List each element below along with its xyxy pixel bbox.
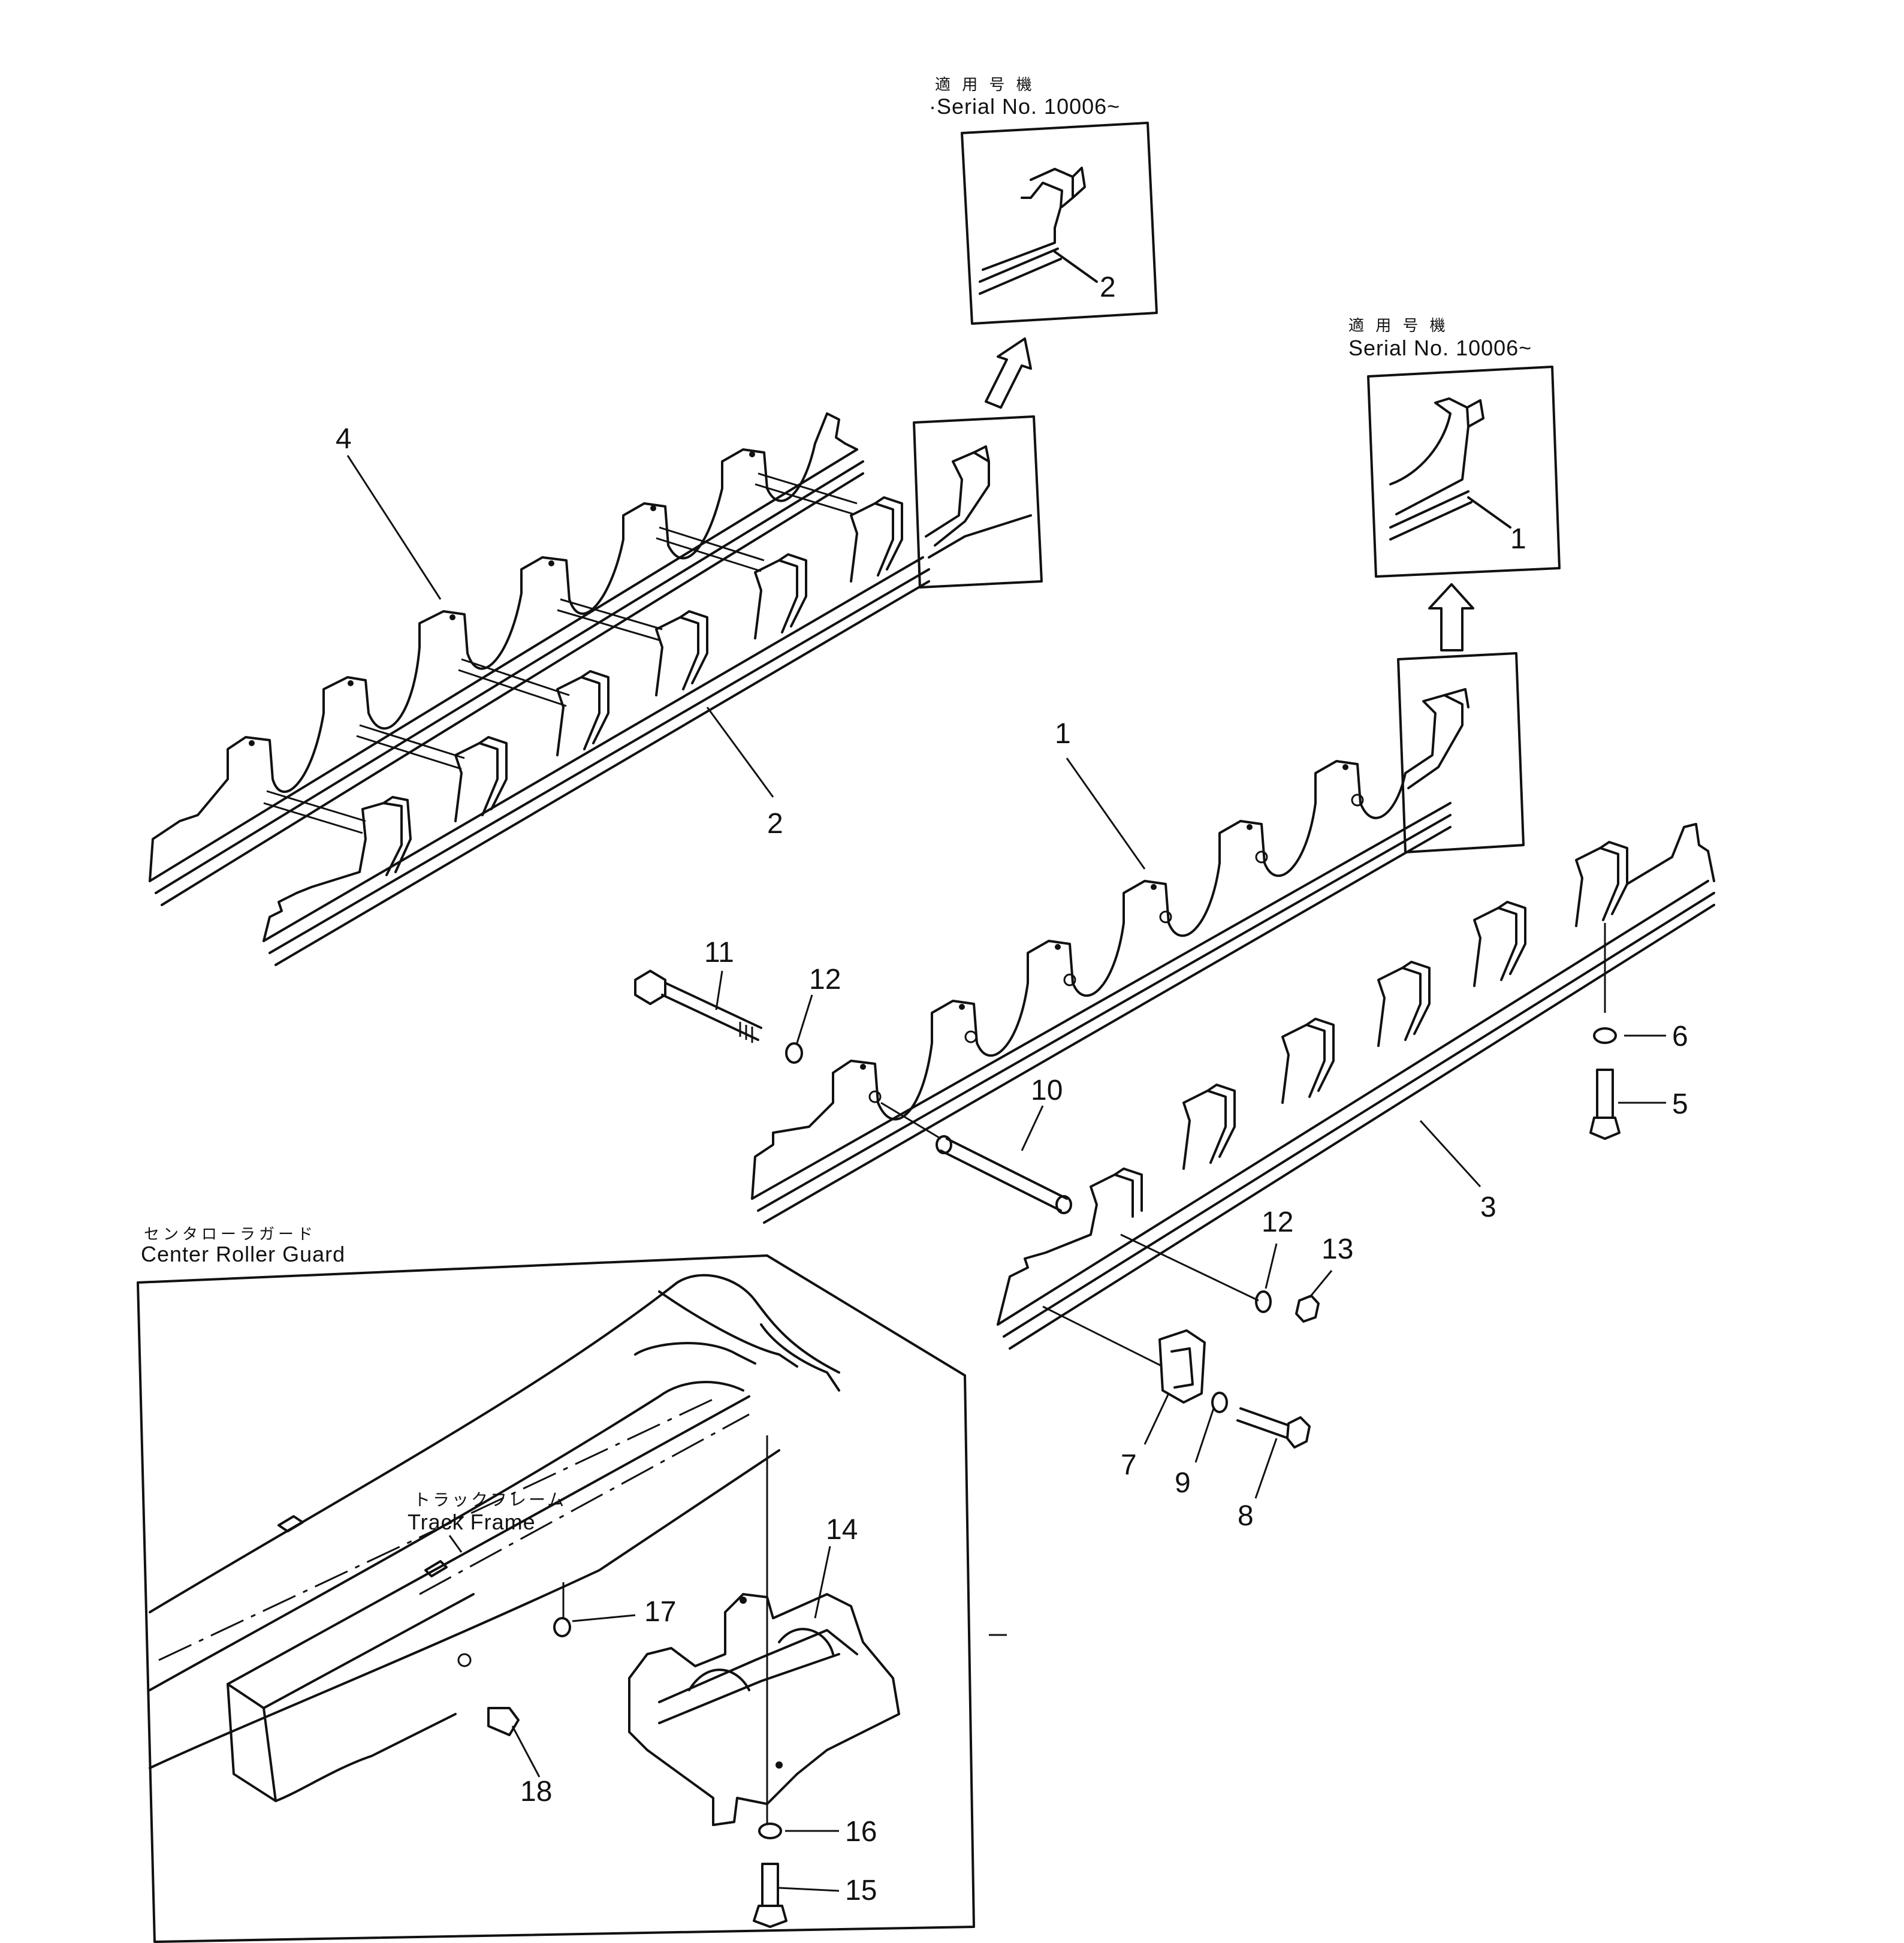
- bolt-8: [1236, 1407, 1311, 1449]
- guard-1: [751, 760, 1452, 1224]
- callout-15: 15: [845, 1875, 877, 1906]
- washer-6: [1593, 1027, 1617, 1044]
- guard-assembly-4: [149, 412, 864, 906]
- detail-box-guard-1: [1397, 652, 1525, 853]
- callout-1: 1: [1055, 718, 1071, 750]
- arrow-up-icon: [1428, 583, 1474, 651]
- callout-17: 17: [644, 1596, 676, 1628]
- guard-4-rail: [149, 448, 864, 906]
- callout-13: 13: [1321, 1233, 1353, 1265]
- plug-17: [553, 1617, 571, 1637]
- callout-6: 6: [1672, 1021, 1688, 1052]
- callout-9: 9: [1175, 1467, 1191, 1499]
- center-roller-guard-inset: センタローラガード Center Roller Guard トラックフレーム T…: [137, 1225, 1007, 1943]
- pin-10: [936, 1135, 1072, 1214]
- cross-bars: [263, 472, 858, 834]
- serial-label-top: ·Serial No. 10006~: [929, 94, 1120, 119]
- inset-rail-top: [979, 248, 1062, 295]
- inset-rail-right: [1389, 490, 1472, 541]
- inset-guard-shape-right: [1389, 397, 1470, 515]
- inset-box-top: [961, 122, 1158, 325]
- guard-1-rail: [751, 802, 1452, 1224]
- crg-jp-label: センタローラガード: [144, 1225, 316, 1243]
- bolt-11: [634, 970, 762, 1043]
- callout-14: 14: [826, 1514, 858, 1546]
- serial-jp-label-top: 適 用 号 機: [935, 76, 1036, 93]
- guard-3: [997, 823, 1715, 1350]
- callout-numbers: 4 2 1 11 12 10 3 6 5 12 13 7 9 8: [336, 423, 1688, 1532]
- serial-inset-right: 適 用 号 機 Serial No. 10006~ 1: [1348, 316, 1561, 651]
- callout-11: 11: [704, 937, 734, 969]
- guard-assembly-2: [262, 496, 930, 966]
- track-frame-drawing: [149, 1274, 840, 1802]
- washer-16: [758, 1823, 782, 1839]
- track-frame-label: Track Frame: [408, 1510, 536, 1534]
- serial-label-right: Serial No. 10006~: [1348, 336, 1532, 360]
- callout-4: 4: [336, 423, 352, 455]
- callout-18: 18: [520, 1776, 552, 1808]
- callout-3: 3: [1480, 1191, 1496, 1223]
- inset-guard-shape-top: [982, 182, 1063, 271]
- washer-9: [1211, 1392, 1228, 1413]
- roller-guard-14: [628, 1593, 900, 1826]
- serial-inset-top: 適 用 号 機 ·Serial No. 10006~ 2: [929, 76, 1158, 409]
- serial-jp-label-right: 適 用 号 機: [1348, 316, 1449, 334]
- inset-callout-right: 1: [1510, 523, 1526, 555]
- callout-10: 10: [1031, 1075, 1063, 1106]
- callout-8: 8: [1238, 1500, 1254, 1532]
- inset-callout-top: 2: [1100, 271, 1116, 303]
- washer-12-lower: [1255, 1290, 1272, 1313]
- callout-5: 5: [1672, 1088, 1688, 1120]
- leaders: [346, 455, 1666, 1499]
- guard-1-teeth: [751, 760, 1407, 1200]
- guard-2-rail: [262, 556, 930, 966]
- arrow-up-icon: [985, 337, 1032, 409]
- track-frame-jp-label: トラックフレーム: [414, 1491, 566, 1509]
- crg-label: Center Roller Guard: [141, 1242, 345, 1266]
- clip-7: [1158, 1329, 1206, 1404]
- callout-16: 16: [845, 1816, 877, 1848]
- guard-3-rail: [997, 880, 1715, 1350]
- plug-18: [487, 1707, 520, 1736]
- nut-13: [1295, 1295, 1320, 1323]
- bolt-5: [1589, 1069, 1621, 1140]
- callout-12: 12: [809, 964, 841, 995]
- callout-2: 2: [767, 808, 783, 840]
- guard-4-teeth: [149, 412, 858, 882]
- washer-12: [785, 1042, 803, 1064]
- crg-frame: [137, 1254, 975, 1943]
- bolt-15: [753, 1863, 787, 1928]
- callout-12-lower: 12: [1262, 1206, 1293, 1238]
- callout-7: 7: [1121, 1449, 1137, 1481]
